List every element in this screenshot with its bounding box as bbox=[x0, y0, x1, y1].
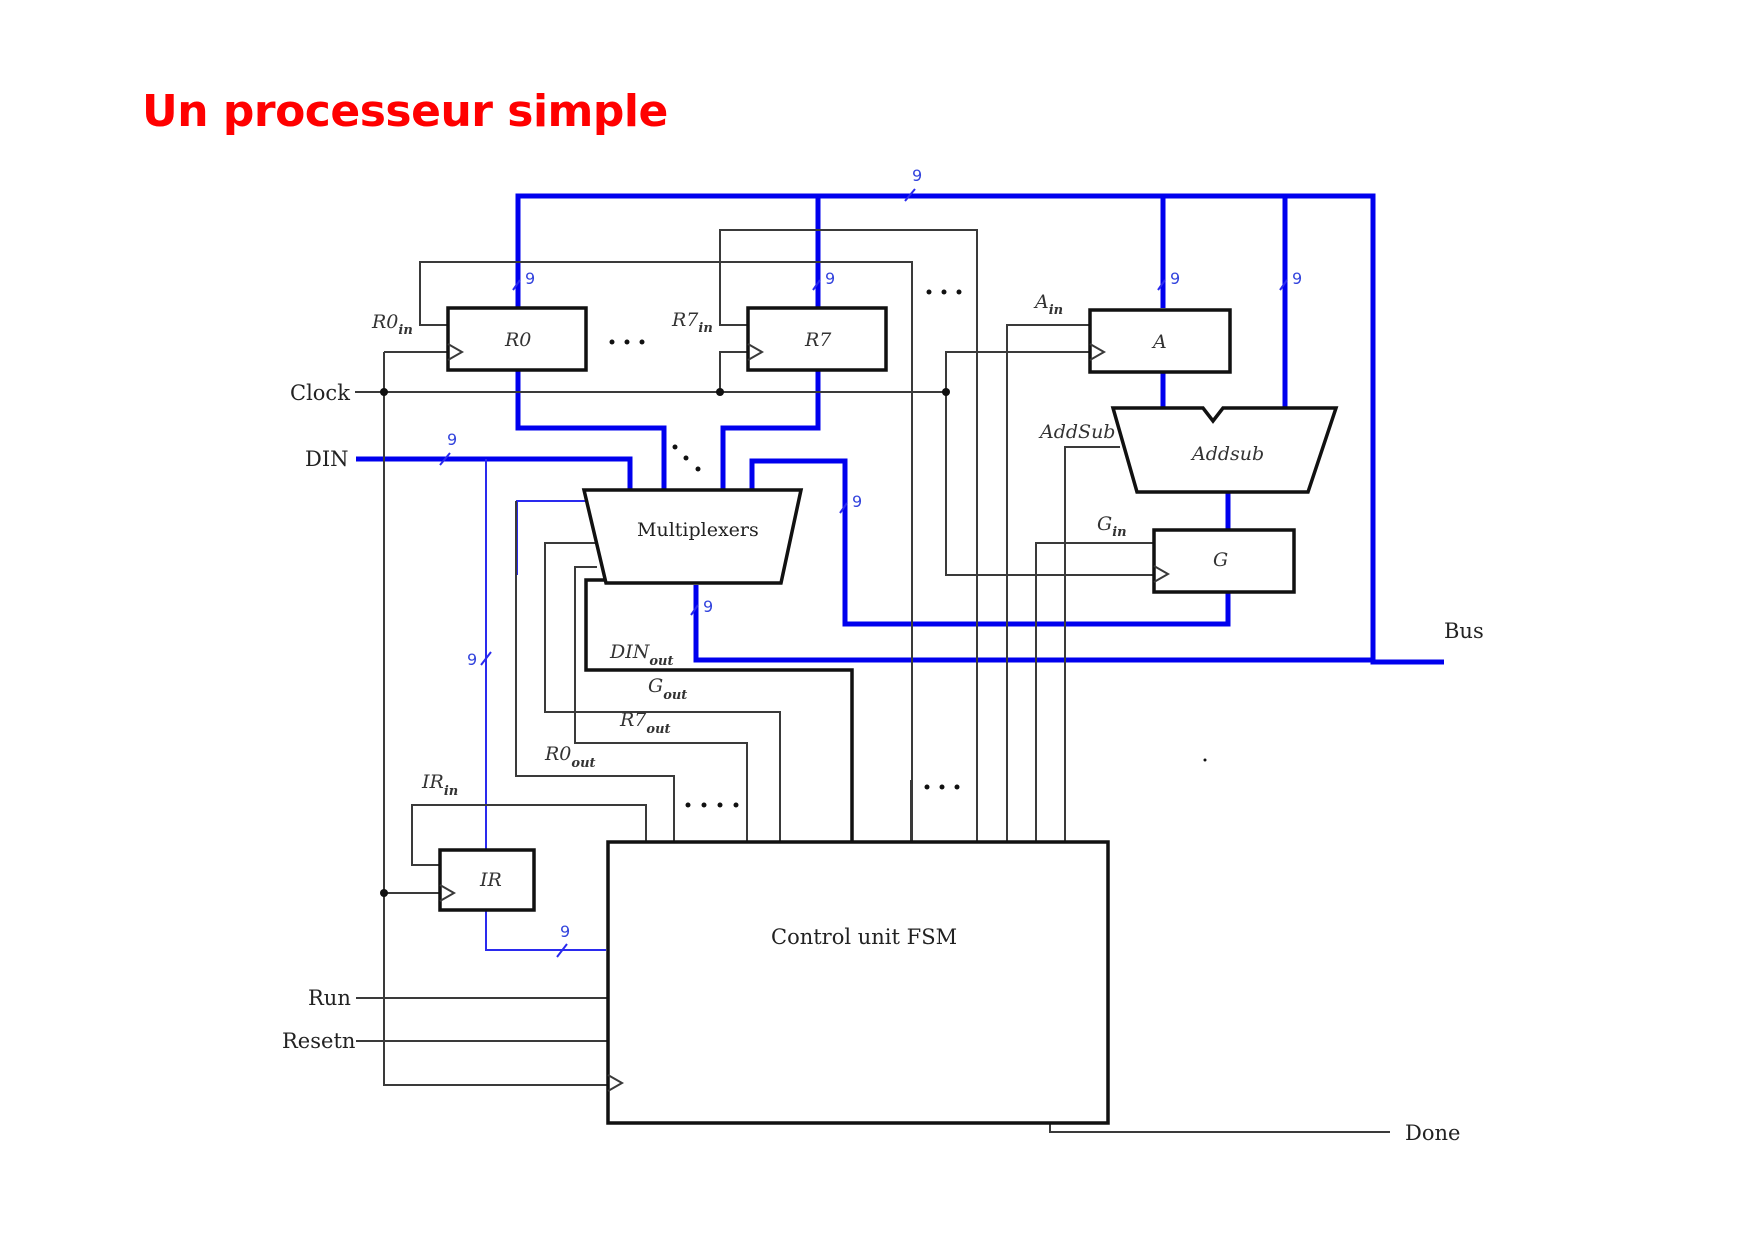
ir-to-fsm-wire bbox=[485, 910, 606, 951]
svg-text:Gout: Gout bbox=[648, 675, 687, 703]
width-annotations: 9 9 9 9 9 9 9 9 9 bbox=[439, 269, 1302, 958]
main-bus bbox=[515, 193, 1444, 665]
din-out-wire bbox=[584, 578, 854, 842]
svg-text:Ain: Ain bbox=[1033, 291, 1063, 318]
resetn-label: Resetn bbox=[282, 1029, 355, 1053]
mux-select-wire bbox=[516, 500, 585, 575]
control-unit-fsm[interactable]: Control unit FSM bbox=[606, 840, 1110, 1125]
svg-text:R0out: R0out bbox=[544, 743, 596, 771]
svg-text:9: 9 bbox=[525, 269, 535, 288]
bus-label: Bus bbox=[1444, 619, 1484, 643]
svg-text:9: 9 bbox=[852, 492, 862, 511]
svg-text:9: 9 bbox=[447, 430, 457, 449]
svg-text:9: 9 bbox=[467, 650, 477, 669]
svg-text:R7: R7 bbox=[804, 329, 832, 351]
svg-text:R0: R0 bbox=[504, 329, 531, 351]
svg-text:IRin: IRin bbox=[421, 771, 458, 799]
register-r0[interactable]: R0 bbox=[446, 306, 588, 372]
junction-dots bbox=[380, 388, 950, 897]
svg-text:9: 9 bbox=[1292, 269, 1302, 288]
bus-width-slash bbox=[904, 188, 916, 202]
din-label: DIN bbox=[305, 447, 349, 471]
svg-text:DINout: DINout bbox=[609, 641, 674, 669]
svg-text:Multiplexers: Multiplexers bbox=[637, 519, 759, 541]
done-label: Done bbox=[1405, 1121, 1460, 1145]
bus-width-label: 9 bbox=[912, 166, 922, 185]
control-wires bbox=[355, 229, 1390, 1133]
svg-text:9: 9 bbox=[1170, 269, 1180, 288]
register-a[interactable]: A bbox=[1088, 308, 1232, 374]
register-g[interactable]: G bbox=[1152, 528, 1296, 594]
svg-text:Gin: Gin bbox=[1097, 513, 1127, 540]
multiplexers[interactable]: Multiplexers bbox=[581, 488, 804, 585]
run-label: Run bbox=[308, 986, 351, 1010]
adder-subtractor[interactable]: Addsub bbox=[1110, 406, 1339, 494]
svg-text:9: 9 bbox=[703, 597, 713, 616]
svg-text:A: A bbox=[1151, 331, 1167, 353]
register-to-mux-buses bbox=[356, 370, 1231, 627]
svg-text:Addsub: Addsub bbox=[1190, 443, 1264, 465]
svg-text:Control unit FSM: Control unit FSM bbox=[771, 925, 957, 949]
register-r7[interactable]: R7 bbox=[746, 306, 888, 372]
svg-text:G: G bbox=[1213, 549, 1228, 571]
clock-label: Clock bbox=[290, 381, 350, 405]
svg-text:R7in: R7in bbox=[671, 309, 713, 336]
svg-text:IR: IR bbox=[479, 869, 502, 891]
svg-text:R7out: R7out bbox=[619, 709, 671, 737]
svg-text:9: 9 bbox=[560, 922, 570, 941]
signal-labels: R0in R7in Ain AddSub Gin DINout Gout R7o… bbox=[371, 291, 1127, 799]
page-title: Un processeur simple bbox=[142, 86, 668, 137]
register-ir[interactable]: IR bbox=[438, 848, 536, 912]
svg-text:R0in: R0in bbox=[371, 311, 413, 338]
ellipsis-marks bbox=[609, 289, 1207, 808]
svg-text:AddSub: AddSub bbox=[1038, 421, 1115, 443]
svg-text:9: 9 bbox=[825, 269, 835, 288]
